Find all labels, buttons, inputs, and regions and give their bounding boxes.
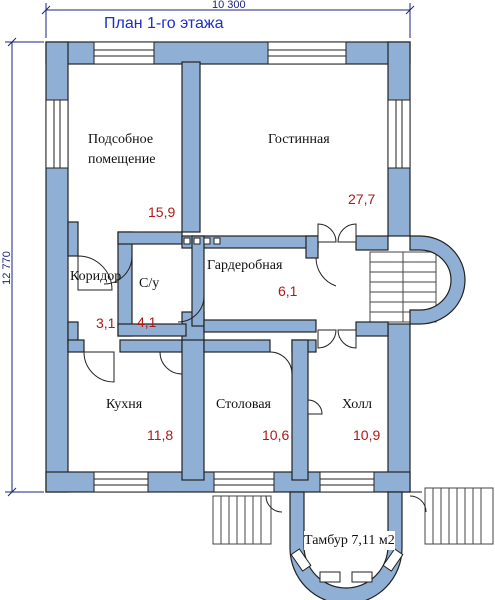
room-utility-name-line1: Подсобное	[88, 132, 154, 147]
windows	[45, 41, 411, 493]
plan-title: План 1-го этажа	[104, 15, 224, 32]
room-living-area: 27,7	[348, 191, 376, 207]
room-living-name: Гостинная	[268, 132, 330, 147]
room-dining-name: Столовая	[216, 397, 271, 412]
room-vestibule-name: Тамбур 7,11 м2	[304, 531, 395, 550]
room-kitchen-name: Кухня	[106, 397, 143, 412]
width-dimension: 10 300	[212, 0, 246, 11]
room-bathroom-area: 4,1	[137, 314, 157, 330]
room-wardrobe-area: 6,1	[278, 283, 298, 299]
room-hall-name: Холл	[342, 397, 373, 412]
room-kitchen-area: 11,8	[147, 427, 174, 443]
room-hall-area: 10,9	[353, 427, 381, 443]
room-wardrobe-name: Гардеробная	[207, 258, 283, 273]
dimension-lines	[5, 3, 415, 497]
room-utility-area: 15,9	[148, 204, 176, 220]
room-dining-area: 10,6	[262, 427, 290, 443]
entrance-stairs	[212, 487, 494, 545]
tambour-windows	[290, 548, 404, 583]
room-corridor-name: Коридор	[70, 269, 122, 284]
room-utility-name-line2: помещение	[88, 152, 156, 167]
internal-staircase	[369, 251, 437, 323]
height-dimension: 12 770	[0, 251, 13, 285]
room-bathroom-name: С/у	[139, 276, 160, 291]
room-corridor-area: 3,1	[96, 315, 116, 331]
doors	[77, 223, 427, 513]
